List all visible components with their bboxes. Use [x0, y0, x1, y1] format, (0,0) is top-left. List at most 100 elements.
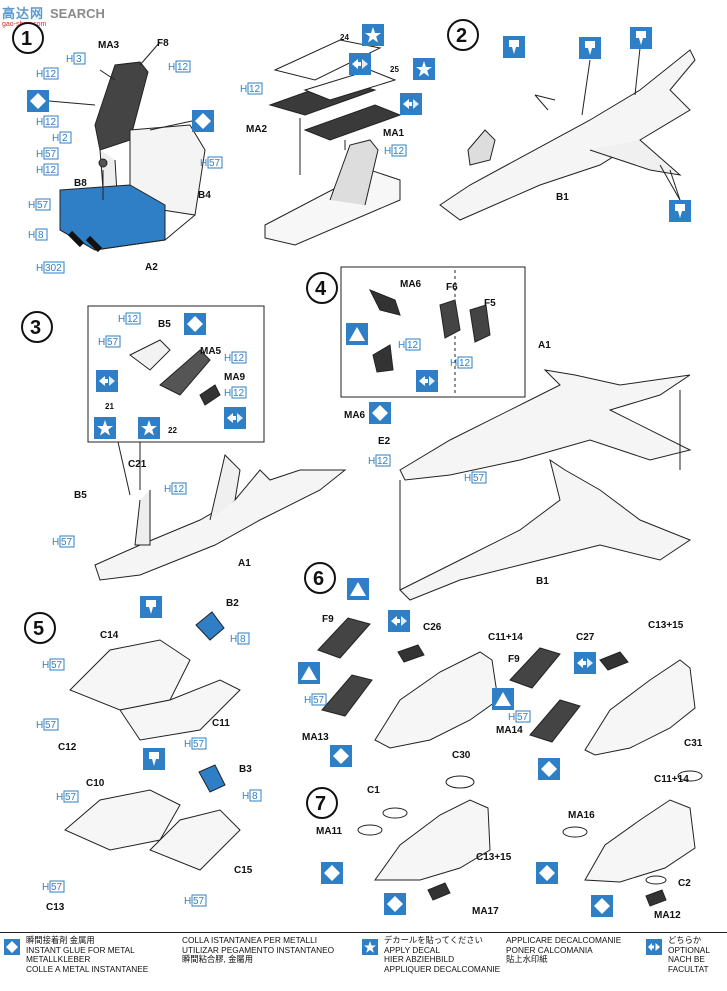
svg-text:12: 12	[393, 146, 405, 157]
svg-text:12: 12	[233, 388, 245, 399]
label-b1: B1	[556, 192, 569, 203]
label-c13-15-step7: C13+15	[476, 852, 512, 863]
svg-text:H: H	[36, 117, 43, 128]
svg-text:H: H	[28, 200, 35, 211]
svg-text:57: 57	[65, 792, 77, 803]
label-ma14: MA14	[496, 725, 523, 736]
svg-text:12: 12	[233, 353, 245, 364]
label-c2: C2	[678, 878, 691, 889]
legend-optional-block: どちらか OPTIONAL NACH BE FACULTAT	[668, 936, 726, 974]
svg-text:H: H	[230, 634, 237, 645]
label-ma11: MA11	[316, 826, 343, 837]
step-number-4: 4	[315, 278, 327, 300]
triangle-decal-icon	[491, 687, 515, 711]
svg-text:H: H	[508, 712, 515, 723]
paint-icon	[668, 199, 692, 223]
triangle-decal-icon	[345, 322, 369, 346]
step-badge-6: 6	[304, 562, 336, 594]
svg-text:H: H	[384, 146, 391, 157]
label-ma6: MA6	[400, 279, 422, 290]
part-f5	[469, 304, 491, 343]
svg-text:H: H	[200, 158, 207, 169]
svg-text:H: H	[304, 695, 311, 706]
svg-text:57: 57	[37, 200, 49, 211]
step-4-assembly	[340, 266, 692, 601]
part-c13	[64, 789, 181, 851]
svg-text:8: 8	[240, 634, 246, 645]
triangle-decal-icon	[297, 661, 321, 685]
part-c30	[445, 775, 475, 789]
instant-glue-legend-icon	[4, 939, 20, 955]
legend-opt-de: NACH BE	[668, 954, 705, 965]
legend-decal-jp: デカールを貼ってください	[384, 935, 483, 945]
legend-glue-block-2: COLLA ISTANTANEA PER METALLI UTILIZAR PE…	[182, 935, 334, 965]
label-f5: F5	[484, 298, 496, 309]
legend-decal-en: APPLY DECAL	[384, 944, 440, 955]
optional-arrows-icon	[95, 369, 119, 393]
instant-glue-icon	[329, 744, 353, 768]
label-b3: B3	[239, 764, 252, 775]
svg-text:H: H	[42, 882, 49, 893]
part-c26	[397, 644, 425, 663]
part-c11-14	[374, 651, 499, 749]
legend-opt-en: OPTIONAL	[668, 944, 710, 955]
label-f9-right: F9	[508, 654, 520, 665]
label-a1: A1	[238, 558, 251, 569]
legend-decal-cn: 貼上水印紙	[506, 954, 548, 965]
label-ma17: MA17	[472, 906, 499, 917]
step-number-1: 1	[21, 28, 32, 50]
svg-text:H: H	[36, 720, 43, 731]
label-b5-bottom: B5	[74, 490, 87, 501]
svg-text:H: H	[184, 896, 191, 907]
legend-decal-block-1: デカールを貼ってください APPLY DECAL HIER ABZIEHBILD…	[384, 935, 500, 974]
label-c15: C15	[234, 865, 253, 876]
optional-legend-icon	[646, 939, 662, 955]
svg-text:H: H	[36, 165, 43, 176]
svg-text:H: H	[224, 388, 231, 399]
svg-text:57: 57	[45, 149, 57, 160]
step-2-fuselage-b1	[439, 26, 696, 223]
label-e2: E2	[378, 436, 391, 447]
label-c13-15: C13+15	[648, 620, 684, 631]
part-f9	[317, 617, 371, 659]
legend-decal-es: PONER CALCOMANIA	[506, 944, 593, 955]
decal-star-icon	[137, 416, 161, 440]
label-c11: C11	[212, 718, 230, 729]
legend-decal-it: APPLICARE DECALCOMANIE	[506, 935, 622, 945]
svg-text:H: H	[118, 314, 125, 325]
svg-text:57: 57	[473, 473, 485, 484]
svg-text:57: 57	[61, 537, 73, 548]
part-ma17	[427, 882, 451, 901]
svg-text:12: 12	[377, 456, 389, 467]
svg-text:H: H	[28, 230, 35, 241]
svg-text:H: H	[36, 149, 43, 160]
paint-icon	[629, 26, 653, 50]
label-22: 22	[168, 426, 177, 435]
instant-glue-icon	[183, 312, 207, 336]
label-c11-14: C11+14	[488, 632, 523, 643]
step-7-assembly	[320, 770, 703, 918]
svg-text:H: H	[240, 84, 247, 95]
watermark-search: SEARCH	[50, 6, 105, 21]
legend-glue-cn: 瞬間粘合膠, 金屬用	[182, 954, 253, 965]
label-c1: C1	[367, 785, 380, 796]
label-ma16: MA16	[568, 810, 595, 821]
optional-arrows-icon	[573, 651, 597, 675]
instant-glue-icon	[537, 757, 561, 781]
label-ma6-step4: MA6	[344, 410, 366, 421]
legend-glue-de: METALLKLEBER	[26, 954, 91, 965]
step-4-labels: MA6 F6 F5 A1 MA6 E2 B1	[344, 279, 551, 587]
paint-icon	[578, 36, 602, 60]
label-c12: C12	[58, 742, 77, 753]
label-ma9: MA9	[224, 372, 246, 383]
label-ma13: MA13	[302, 732, 329, 743]
label-c27: C27	[576, 632, 595, 643]
